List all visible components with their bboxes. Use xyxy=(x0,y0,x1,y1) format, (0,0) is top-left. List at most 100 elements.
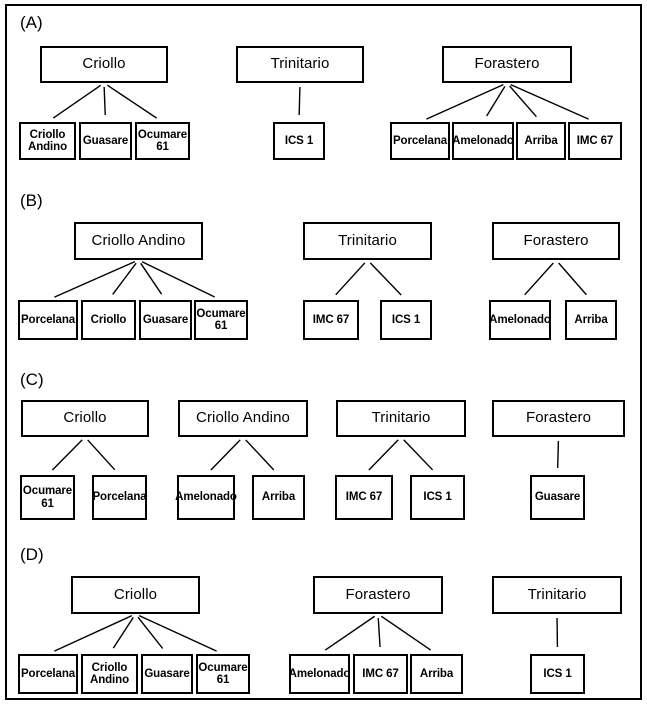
child-label: Porcelana xyxy=(20,667,76,680)
parent-node-trinitario[interactable]: Trinitario xyxy=(336,400,466,437)
child-node-guasare[interactable]: Guasare xyxy=(139,300,192,340)
child-label: Porcelana xyxy=(392,134,448,147)
child-label: Guasare xyxy=(144,667,190,680)
child-label: Arriba xyxy=(261,491,296,504)
child-node-criollo-andino[interactable]: Criollo Andino xyxy=(81,654,138,694)
child-label: Arriba xyxy=(524,134,558,147)
parent-node-trinitario[interactable]: Trinitario xyxy=(492,576,622,614)
connector-line xyxy=(298,86,301,116)
panel-label-2: (B) xyxy=(20,191,43,210)
connector-line xyxy=(141,261,216,298)
child-node-ocumare-61[interactable]: Ocumare 61 xyxy=(20,475,75,520)
child-node-amelonado[interactable]: Amelonado xyxy=(289,654,350,694)
parent-label: Forastero xyxy=(474,55,540,73)
connector-line xyxy=(138,615,217,652)
connector-line xyxy=(87,439,116,471)
child-node-ics-1[interactable]: ICS 1 xyxy=(273,122,325,160)
parent-label: Forastero xyxy=(525,409,592,427)
child-label: Amelonado xyxy=(452,134,514,147)
child-label: Arriba xyxy=(419,667,454,680)
child-node-guasare[interactable]: Guasare xyxy=(79,122,132,160)
parent-node-criollo[interactable]: Criollo xyxy=(21,400,149,437)
parent-node-criollo-andino[interactable]: Criollo Andino xyxy=(178,400,308,437)
child-node-ics-1[interactable]: ICS 1 xyxy=(410,475,465,520)
child-node-amelonado[interactable]: Amelonado xyxy=(175,475,237,520)
panel-label-4: (D) xyxy=(20,545,44,564)
child-label: Ocumare 61 xyxy=(22,485,73,510)
child-label: Ocumare 61 xyxy=(137,128,188,153)
parent-node-forastero[interactable]: Forastero xyxy=(492,222,620,260)
child-label: ICS 1 xyxy=(284,134,314,147)
child-node-arriba[interactable]: Arriba xyxy=(410,654,463,694)
connector-line xyxy=(54,615,133,652)
child-label: IMC 67 xyxy=(345,491,383,504)
child-label: IMC 67 xyxy=(576,134,614,147)
child-label: Amelonado xyxy=(175,491,237,504)
parent-label: Forastero xyxy=(345,585,411,603)
child-node-porcelana[interactable]: Porcelana xyxy=(92,475,147,520)
child-label: Amelonado xyxy=(489,313,551,326)
connector-line xyxy=(324,615,376,651)
child-node-porcelana[interactable]: Porcelana xyxy=(18,654,78,694)
child-label: Ocumare 61 xyxy=(196,307,246,332)
parent-node-forastero[interactable]: Forastero xyxy=(492,400,625,437)
parent-label: Criollo xyxy=(63,409,107,427)
connector-line xyxy=(106,84,158,119)
child-node-guasare[interactable]: Guasare xyxy=(141,654,193,694)
connector-line xyxy=(112,616,134,649)
child-label: Criollo Andino xyxy=(90,661,129,686)
connector-line xyxy=(140,262,163,295)
connector-line xyxy=(245,439,275,471)
parent-label: Criollo Andino xyxy=(91,231,186,249)
child-node-imc-67[interactable]: IMC 67 xyxy=(303,300,359,340)
parent-node-forastero[interactable]: Forastero xyxy=(313,576,443,614)
connector-line xyxy=(210,439,241,471)
parent-node-criollo-andino[interactable]: Criollo Andino xyxy=(74,222,203,260)
connector-line xyxy=(51,439,83,471)
child-node-criollo[interactable]: Criollo xyxy=(81,300,136,340)
child-label: ICS 1 xyxy=(423,491,452,504)
child-node-ics-1[interactable]: ICS 1 xyxy=(380,300,432,340)
parent-node-criollo[interactable]: Criollo xyxy=(71,576,200,614)
connector-line xyxy=(103,86,106,116)
child-node-criollo-andino[interactable]: Criollo Andino xyxy=(19,122,76,160)
child-node-imc-67[interactable]: IMC 67 xyxy=(568,122,622,160)
connector-line xyxy=(377,617,381,648)
child-node-arriba[interactable]: Arriba xyxy=(516,122,566,160)
parent-node-forastero[interactable]: Forastero xyxy=(442,46,572,83)
connector-line xyxy=(335,262,366,296)
parent-label: Criollo Andino xyxy=(196,409,290,427)
child-node-guasare[interactable]: Guasare xyxy=(530,475,585,520)
connector-line xyxy=(112,262,137,295)
child-node-amelonado[interactable]: Amelonado xyxy=(452,122,514,160)
connector-line xyxy=(558,262,587,296)
connector-line xyxy=(486,86,506,117)
child-node-ics-1[interactable]: ICS 1 xyxy=(530,654,585,694)
parent-label: Trinitario xyxy=(338,231,397,249)
child-node-porcelana[interactable]: Porcelana xyxy=(18,300,78,340)
child-label: IMC 67 xyxy=(312,313,350,326)
parent-node-trinitario[interactable]: Trinitario xyxy=(303,222,432,260)
parent-label: Trinitario xyxy=(527,585,587,603)
child-node-imc-67[interactable]: IMC 67 xyxy=(353,654,408,694)
child-node-imc-67[interactable]: IMC 67 xyxy=(335,475,393,520)
child-node-arriba[interactable]: Arriba xyxy=(252,475,305,520)
child-label: IMC 67 xyxy=(362,667,399,680)
child-label: Ocumare 61 xyxy=(198,661,248,686)
child-node-amelonado[interactable]: Amelonado xyxy=(489,300,551,340)
parent-label: Trinitario xyxy=(371,409,431,427)
parent-node-criollo[interactable]: Criollo xyxy=(40,46,168,83)
parent-node-trinitario[interactable]: Trinitario xyxy=(236,46,364,83)
connector-line xyxy=(426,84,504,120)
child-label: Amelonado xyxy=(288,667,351,680)
child-node-arriba[interactable]: Arriba xyxy=(565,300,617,340)
child-node-ocumare-61[interactable]: Ocumare 61 xyxy=(196,654,250,694)
parent-label: Criollo xyxy=(113,585,158,603)
child-node-ocumare-61[interactable]: Ocumare 61 xyxy=(194,300,248,340)
connector-line xyxy=(524,262,554,296)
child-label: ICS 1 xyxy=(391,313,421,326)
child-node-ocumare-61[interactable]: Ocumare 61 xyxy=(135,122,190,160)
child-node-porcelana[interactable]: Porcelana xyxy=(390,122,450,160)
connector-line xyxy=(369,262,402,296)
connector-line xyxy=(137,616,164,649)
